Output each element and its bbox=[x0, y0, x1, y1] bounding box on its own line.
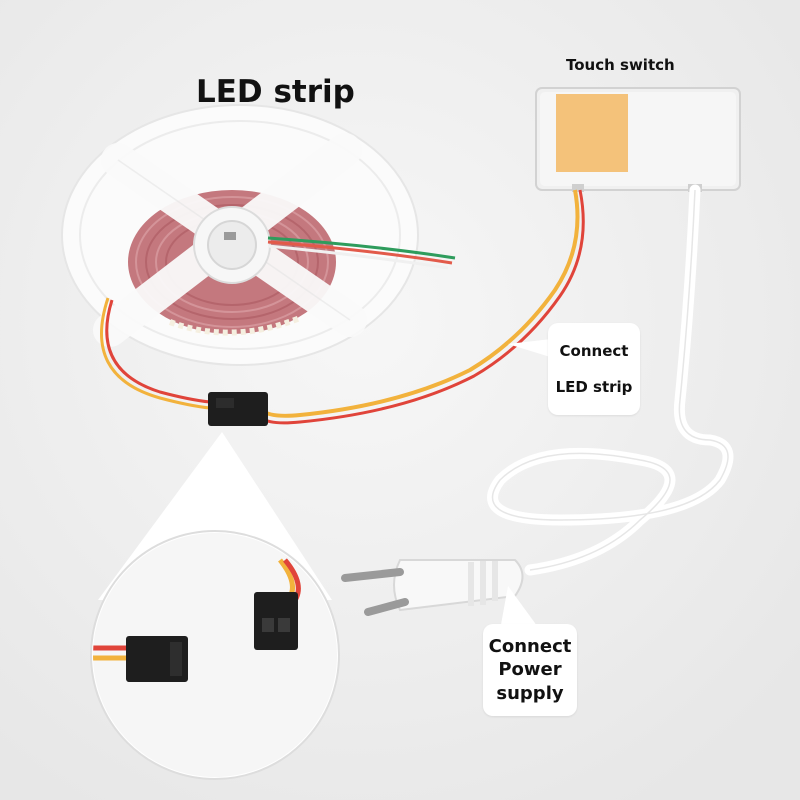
connect-led-strip-line-1: Connect bbox=[559, 342, 629, 360]
wires bbox=[100, 184, 734, 576]
strip-callout-pointer bbox=[508, 338, 560, 360]
connect-led-strip-callout: Connect LED strip bbox=[548, 323, 640, 415]
eu-plug bbox=[341, 559, 524, 616]
connector-zoom-callout bbox=[90, 432, 340, 780]
sm-connector bbox=[208, 392, 268, 426]
connect-led-strip-line-2: LED strip bbox=[555, 378, 633, 396]
led-strip-title: LED strip bbox=[196, 74, 355, 110]
touch-sticker bbox=[556, 94, 628, 172]
connect-power-line-1: Connect bbox=[488, 635, 572, 657]
connect-power-line-3: supply bbox=[496, 682, 564, 704]
touch-switch-label: Touch switch bbox=[566, 56, 675, 74]
connect-power-line-2: Power bbox=[498, 659, 562, 681]
connect-power-supply-callout: Connect Power supply bbox=[483, 624, 577, 716]
touch-switch-box bbox=[535, 87, 741, 192]
power-callout-pointer bbox=[500, 586, 540, 630]
zoom-connector-right bbox=[254, 592, 298, 650]
led-strip-reel bbox=[61, 104, 456, 366]
